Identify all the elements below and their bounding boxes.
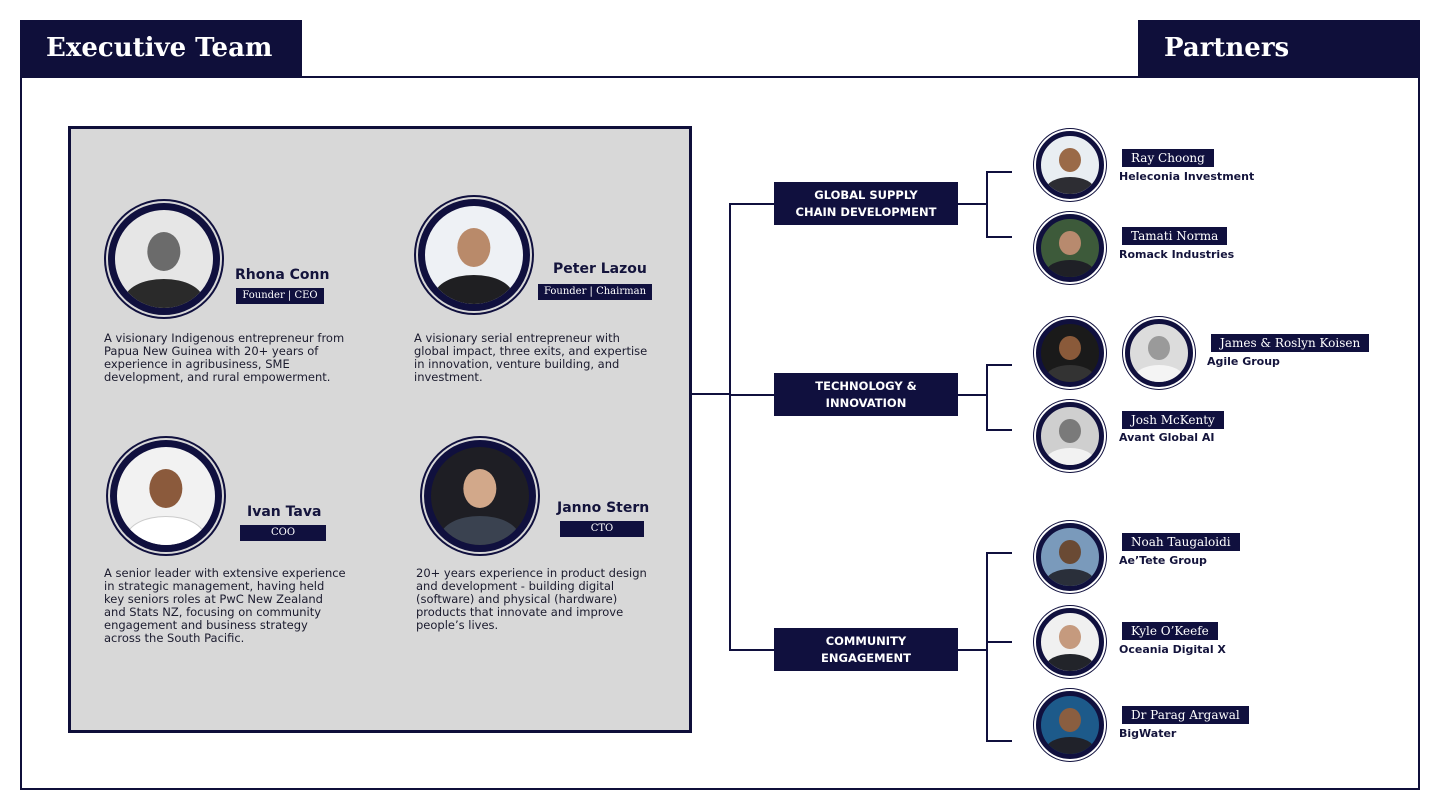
connector-branch <box>986 364 988 430</box>
exec-role-tag: COO <box>240 525 326 541</box>
exec-bio: A visionary serial entrepreneur with glo… <box>414 332 658 384</box>
partner-name: Dr Parag Argawal <box>1122 706 1249 724</box>
partner-name: Noah Taugaloidi <box>1122 533 1240 551</box>
partner-org: Oceania Digital X <box>1119 643 1226 656</box>
connector-line <box>958 649 987 651</box>
partner-org: Ae’Tete Group <box>1119 554 1207 567</box>
connector-line <box>986 740 1012 742</box>
janno-stern-photo <box>424 440 536 552</box>
tamati-norma-photo <box>1036 214 1104 282</box>
executive-team-title: Executive Team <box>46 33 272 63</box>
partner-name: James & Roslyn Koisen <box>1211 334 1369 352</box>
exec-bio: A visionary Indigenous entrepreneur from… <box>104 332 348 384</box>
partner-name: Josh McKenty <box>1122 411 1224 429</box>
exec-name: Rhona Conn <box>235 267 329 283</box>
category-label: ENGAGEMENT <box>821 651 911 665</box>
partners-title: Partners <box>1164 33 1289 63</box>
exec-name: Peter Lazou <box>553 261 647 277</box>
parag-argawal-photo <box>1036 691 1104 759</box>
connector-branch <box>986 552 988 741</box>
partner-name: Kyle O’Keefe <box>1122 622 1218 640</box>
partner-org: Heleconia Investment <box>1119 170 1254 183</box>
roslyn-koisen-photo <box>1125 319 1193 387</box>
category-label: INNOVATION <box>826 396 907 410</box>
category-label: COMMUNITY <box>826 634 907 648</box>
executive-team-header: Executive Team <box>20 20 302 76</box>
exec-name: Janno Stern <box>557 500 649 516</box>
connector-line <box>958 394 987 396</box>
connector-line <box>986 364 1012 366</box>
exec-role-tag: CTO <box>560 521 644 537</box>
connector-trunk <box>729 203 731 650</box>
james-koisen-photo <box>1036 319 1104 387</box>
connector-line <box>986 236 1012 238</box>
category-technology-innovation: TECHNOLOGY & INNOVATION <box>774 373 958 416</box>
partner-org: BigWater <box>1119 727 1176 740</box>
category-global-supply-chain: GLOBAL SUPPLY CHAIN DEVELOPMENT <box>774 182 958 225</box>
exec-name: Ivan Tava <box>247 504 321 520</box>
exec-role-tag: Founder | CEO <box>236 288 324 304</box>
partner-name: Tamati Norma <box>1122 227 1227 245</box>
rhona-conn-photo <box>108 203 220 315</box>
connector-line <box>729 394 775 396</box>
connector-line <box>986 552 1012 554</box>
ray-choong-photo <box>1036 131 1104 199</box>
partners-header: Partners <box>1138 20 1420 76</box>
partner-org: Agile Group <box>1207 355 1280 368</box>
kyle-okeefe-photo <box>1036 608 1104 676</box>
josh-mckenty-photo <box>1036 402 1104 470</box>
partner-name: Ray Choong <box>1122 149 1214 167</box>
category-label: GLOBAL SUPPLY <box>814 188 917 202</box>
connector-line <box>986 641 1012 643</box>
connector-line <box>729 203 775 205</box>
connector-line <box>986 171 1012 173</box>
exec-bio: 20+ years experience in product design a… <box>416 567 660 632</box>
category-label: TECHNOLOGY & <box>815 379 916 393</box>
connector-branch <box>986 171 988 237</box>
noah-taugaloidi-photo <box>1036 523 1104 591</box>
connector-line <box>692 393 730 395</box>
peter-lazou-photo <box>418 199 530 311</box>
connector-line <box>729 649 775 651</box>
category-label: CHAIN DEVELOPMENT <box>796 205 937 219</box>
connector-line <box>958 203 987 205</box>
connector-line <box>986 429 1012 431</box>
partner-org: Romack Industries <box>1119 248 1234 261</box>
exec-bio: A senior leader with extensive experienc… <box>104 567 348 645</box>
category-community-engagement: COMMUNITY ENGAGEMENT <box>774 628 958 671</box>
partner-org: Avant Global AI <box>1119 431 1215 444</box>
exec-role-tag: Founder | Chairman <box>538 284 652 300</box>
ivan-tava-photo <box>110 440 222 552</box>
